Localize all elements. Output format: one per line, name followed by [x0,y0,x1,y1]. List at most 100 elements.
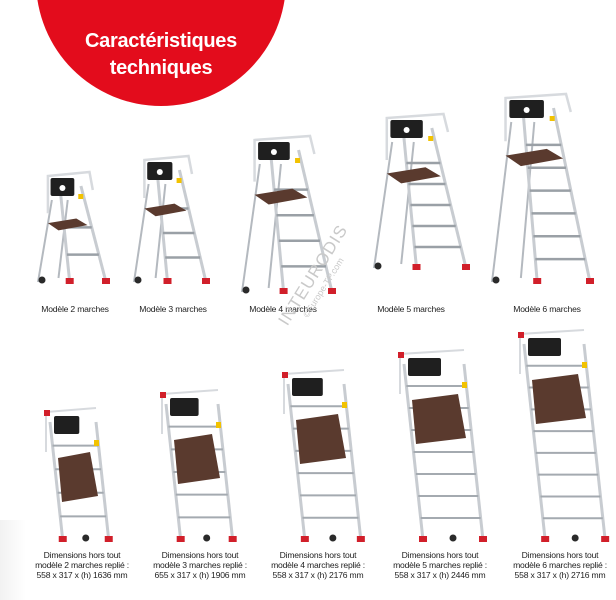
model-caption-4: Modèle 4 marches [249,304,317,314]
folded-ladder-2-platform [58,452,98,502]
folded-ladder-4-platform [296,414,346,464]
folded-ladder-6-cap-red [518,332,524,338]
folded-ladder-4-foot-left [300,536,309,542]
open-ladder-3-front-rail-right [177,169,208,283]
folded-ladder-6-hinge-yellow [582,362,587,368]
folded-ladder-4-wheel [329,534,337,542]
open-ladder-2-hinge-yellow [78,194,84,199]
open-ladder-2-foot-front-left [65,278,74,284]
folded-ladder-2-wheel [82,534,90,542]
open-ladder-2-back-leg-right [57,199,69,279]
folded-ladder-2-tool-tray [54,416,80,434]
open-ladder-2-tray-clip [59,185,66,191]
folded-ladder-4-foot-right [356,536,365,542]
corner-shadow [0,520,26,600]
model-caption-2: Modèle 2 marches [41,304,109,314]
folded-ladder-6-foot-left [541,536,550,542]
dimensions-caption-4-line-2: modèle 4 marches replié : [271,560,365,570]
open-ladder-6-back-leg-right [519,121,536,279]
open-ladder-6-front-rail-left [521,107,539,283]
open-ladder-4-tray-clip [270,149,277,155]
open-ladder-4-front-rail-left [268,149,286,293]
folded-ladder-5-foot-right [479,536,488,542]
folded-ladder-6-rail-right [582,343,607,541]
open-ladder-5-front-rail-left [401,127,418,269]
folded-ladder-4-tool-tray [292,378,323,396]
open-ladder-3-back-leg-left [133,183,150,283]
open-ladder-5-foot-front-left [412,264,421,270]
dimensions-caption-5-line-1: Dimensions hors tout [401,550,479,560]
folded-ladder-4-cap-red [282,372,288,378]
open-ladder-6-guard-rail [504,92,573,142]
open-ladder-3-wheel [134,276,142,284]
dimensions-caption-2-line-3: 558 x 317 x (h) 1636 mm [36,570,128,580]
open-ladder-6-wheel [492,276,500,284]
folded-ladder-3-platform [174,434,220,484]
dimensions-caption-2-line-2: modèle 2 marches replié : [35,560,129,570]
open-ladder-2-front-rail-left [58,185,72,283]
dimensions-caption-6-line-3: 558 x 317 x (h) 2716 mm [514,570,606,580]
open-ladder-6-hinge-yellow [549,116,555,121]
dimensions-caption-6-line-1: Dimensions hors tout [521,550,599,560]
dimensions-caption-3-line-3: 655 x 317 x (h) 1906 mm [154,570,246,580]
open-ladder-4-back-leg-left [241,163,261,293]
folded-ladder-2-hinge-yellow [94,440,99,446]
folded-ladder-6-foot-right [601,536,610,542]
dimensions-caption-4-line-3: 558 x 317 x (h) 2176 mm [272,570,364,580]
open-ladder-5-tray-clip [403,127,410,133]
open-ladder-6-foot-front-left [533,278,542,284]
folded-ladder-3-wheel [203,534,211,542]
dimensions-caption-5-line-3: 558 x 317 x (h) 2446 mm [394,570,486,580]
open-ladder-3-guard-rail [143,154,194,198]
open-ladder-3-tray-clip [156,169,163,175]
dimensions-caption-5-line-2: modèle 5 marches replié : [393,560,487,570]
folded-ladder-3-cap-red [160,392,166,398]
open-ladder-6-platform [505,148,564,167]
folded-ladder-3-foot-right [228,536,237,542]
folded-ladder-2-foot-right [104,536,113,542]
open-ladder-5-wheel [374,262,382,270]
open-ladder-5-foot-front-right [462,264,470,270]
folded-ladder-4-rail-left [286,383,307,541]
open-ladder-3-hinge-yellow [176,178,182,183]
open-ladder-4-hinge-yellow [295,158,301,163]
open-ladder-2-front-rail-right [79,185,108,283]
open-ladder-4-platform [254,188,308,205]
open-ladder-4-foot-front-left [279,288,288,294]
dimensions-caption-3-line-2: modèle 3 marches replié : [153,560,247,570]
open-ladder-3-back-leg-right [154,183,167,279]
open-ladder-2-guard-rail [46,170,95,214]
open-ladder-4-foot-front-right [328,288,336,294]
model-caption-3: Modèle 3 marches [139,304,207,314]
page-title: Caractéristiques techniques [46,28,276,82]
open-ladder-2-platform [47,218,88,231]
folded-ladder-5-hinge-yellow [462,382,467,388]
open-ladder-5-guard-rail [385,112,450,160]
title-line-2: techniques [109,57,213,79]
folded-ladder-5-foot-left [419,536,428,542]
open-ladder-3-foot-front-left [163,278,172,284]
open-ladder-2-wheel [38,276,46,284]
dimensions-caption-5: Dimensions hors tout modèle 5 marches re… [388,550,492,580]
open-ladder-2-foot-front-right [102,278,110,284]
open-ladder-6-tray-clip [523,107,530,113]
open-ladder-4-wheel [242,286,250,294]
dimensions-caption-2: Dimensions hors tout modèle 2 marches re… [32,550,132,580]
dimensions-caption-3-line-1: Dimensions hors tout [161,550,239,560]
open-ladder-3-foot-front-right [202,278,210,284]
open-ladder-5-front-rail-right [430,127,468,269]
folded-ladder-6-wheel [571,534,579,542]
folded-ladder-6-tool-tray [528,338,561,356]
dimensions-caption-2-line-1: Dimensions hors tout [43,550,121,560]
open-ladder-6-front-rail-right [552,107,592,283]
folded-ladder-2-foot-left [58,536,67,542]
open-ladder-4-front-rail-right [297,149,334,293]
folded-ladder-4-rail-right [342,383,363,541]
open-ladder-2-back-leg-left [37,199,53,283]
folded-ladder-2-rail-left [48,421,65,541]
open-ladder-4-guard-rail [253,134,316,182]
dimensions-caption-6: Dimensions hors tout modèle 6 marches re… [508,550,612,580]
title-line-1: Caractéristiques [85,30,237,52]
open-ladder-5-back-leg-left [373,141,394,269]
